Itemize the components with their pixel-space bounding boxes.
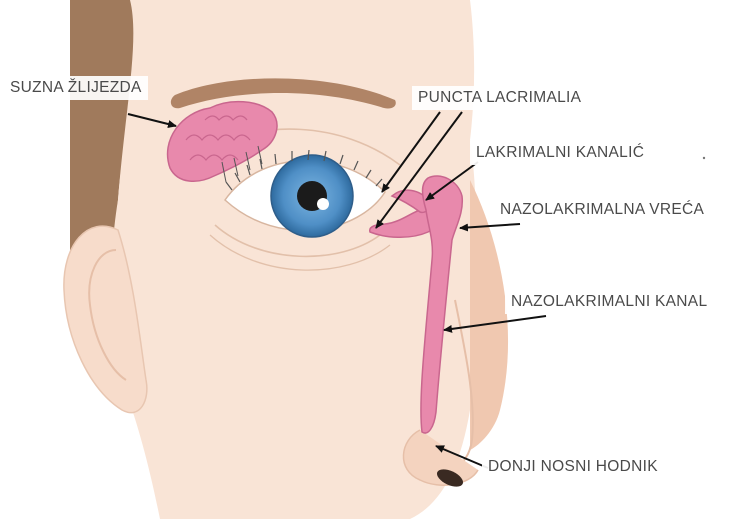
label-lacrimal-gland: SUZNA ŽLIJEZDA: [4, 76, 148, 100]
label-inferior-meatus: DONJI NOSNI HODNIK: [482, 455, 664, 479]
label-nasolacrimal-duct: NAZOLAKRIMALNI KANAL: [505, 290, 713, 314]
label-canaliculus: LAKRIMALNI KANALIĆ: [470, 141, 650, 165]
label-puncta: PUNCTA LACRIMALIA: [412, 86, 587, 110]
label-nasolacrimal-sac: NAZOLAKRIMALNA VREĆA: [494, 198, 710, 222]
